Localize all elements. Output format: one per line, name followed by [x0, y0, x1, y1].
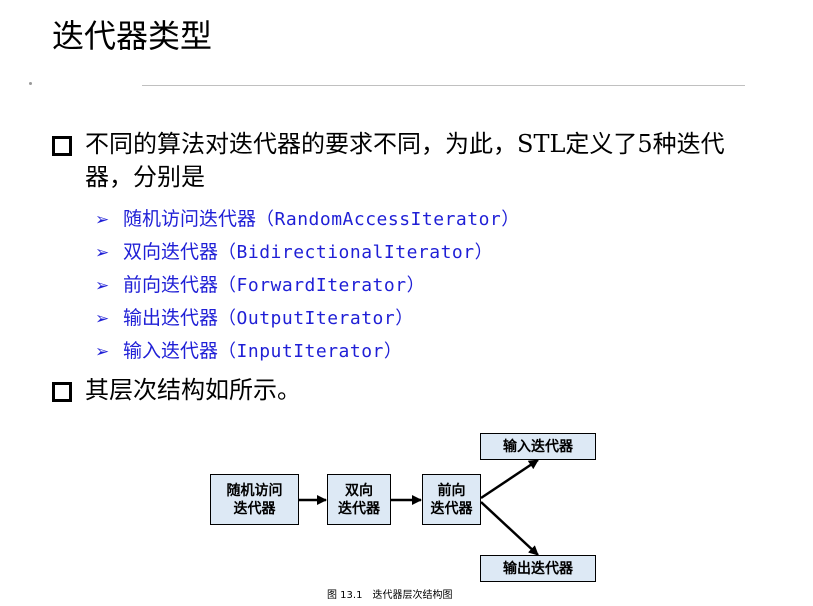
arrow-forward-to-output: [480, 501, 539, 556]
bullet-1: 不同的算法对迭代器的要求不同，为此，STL定义了5种迭代器，分别是: [52, 128, 752, 194]
list-item-label: 前向迭代器: [123, 274, 219, 296]
list-item-bidirectional: ➢ 双向迭代器（BidirectionalIterator）: [95, 236, 493, 270]
list-item-label: 随机访问迭代器: [123, 208, 257, 230]
figure-caption: 图 13.1 迭代器层次结构图: [327, 590, 453, 601]
arrow-bullet-icon: ➢: [95, 243, 110, 263]
bullet-1-text: 不同的算法对迭代器的要求不同，为此，STL定义了5种迭代器，分别是: [85, 130, 725, 191]
list-item-label: 输入迭代器: [123, 340, 219, 362]
node-random-access: 随机访问 迭代器: [210, 474, 299, 525]
node-label: 迭代器: [338, 500, 380, 517]
node-forward: 前向 迭代器: [422, 474, 481, 525]
list-item-english: （ForwardIterator）: [218, 275, 426, 296]
node-output: 输出迭代器: [480, 555, 596, 582]
square-bullet-icon: [52, 136, 72, 156]
node-label: 前向: [437, 482, 466, 499]
list-item-random: ➢ 随机访问迭代器（RandomAccessIterator）: [95, 203, 520, 237]
square-bullet-icon: [52, 382, 72, 402]
list-item-english: （RandomAccessIterator）: [256, 209, 520, 230]
arrow-bullet-icon: ➢: [95, 210, 110, 230]
node-label: 输入迭代器: [503, 438, 573, 455]
list-item-english: （BidirectionalIterator）: [218, 242, 494, 263]
page-title: 迭代器类型: [52, 17, 213, 55]
node-label: 迭代器: [233, 500, 276, 517]
arrow-bullet-icon: ➢: [95, 309, 110, 329]
node-bidirectional: 双向 迭代器: [327, 474, 391, 525]
list-item-label: 输出迭代器: [123, 307, 219, 329]
decorative-dot: [29, 82, 32, 85]
list-item-label: 双向迭代器: [123, 241, 219, 263]
list-item-english: （InputIterator）: [218, 341, 403, 362]
node-label: 输出迭代器: [503, 560, 573, 577]
node-input: 输入迭代器: [480, 433, 596, 460]
bullet-2: 其层次结构如所示。: [52, 374, 301, 407]
arrow-forward-to-input: [480, 458, 539, 500]
list-item-english: （OutputIterator）: [218, 308, 414, 329]
arrow-bullet-icon: ➢: [95, 276, 110, 296]
bullet-2-text: 其层次结构如所示。: [85, 376, 301, 404]
list-item-input: ➢ 输入迭代器（InputIterator）: [95, 335, 402, 369]
list-item-output: ➢ 输出迭代器（OutputIterator）: [95, 302, 414, 336]
node-label: 迭代器: [430, 500, 473, 517]
node-label: 双向: [345, 482, 373, 499]
list-item-forward: ➢ 前向迭代器（ForwardIterator）: [95, 269, 425, 303]
arrow-bullet-icon: ➢: [95, 342, 110, 362]
node-label: 随机访问: [226, 482, 283, 499]
title-divider: [142, 85, 745, 86]
